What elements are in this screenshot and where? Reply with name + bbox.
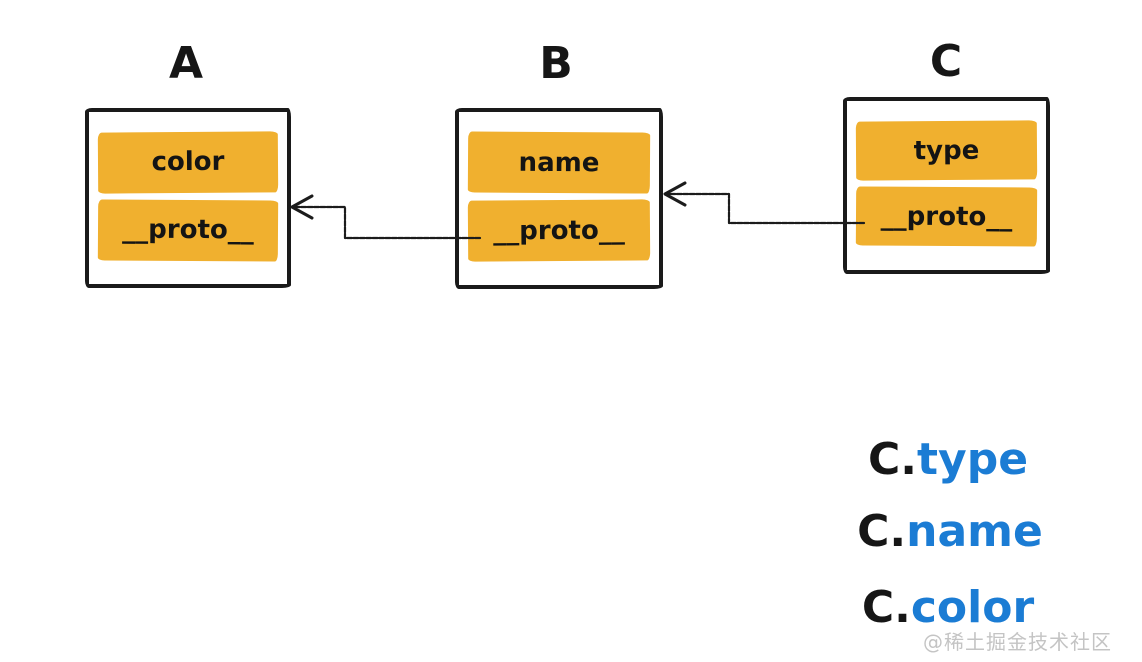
arrow-c-to-b bbox=[663, 181, 866, 225]
object-box-a: color __proto__ bbox=[85, 108, 291, 288]
arrowhead-left-icon bbox=[290, 194, 314, 220]
watermark: @稀土掘金技术社区 bbox=[923, 630, 1112, 654]
expression-property: type bbox=[916, 434, 1029, 485]
expression-object: C. bbox=[867, 434, 917, 485]
expression-property: name bbox=[906, 506, 1043, 557]
field-b-name: name bbox=[467, 131, 651, 194]
expression-c-name: C.name bbox=[857, 510, 1043, 554]
field-a-proto: __proto__ bbox=[97, 198, 279, 261]
object-box-c: type __proto__ bbox=[843, 97, 1050, 274]
object-box-b: name __proto__ bbox=[455, 108, 663, 289]
field-a-color: color bbox=[97, 131, 279, 194]
expression-property: color bbox=[910, 582, 1035, 633]
expression-c-color: C.color bbox=[862, 586, 1034, 630]
expression-c-type: C.type bbox=[868, 438, 1028, 482]
object-title-b: B bbox=[539, 38, 573, 89]
field-b-proto: __proto__ bbox=[467, 199, 651, 262]
field-c-proto: __proto__ bbox=[855, 186, 1038, 247]
arrowhead-left-icon bbox=[663, 181, 687, 207]
object-title-c: C bbox=[929, 36, 963, 87]
expression-object: C. bbox=[857, 506, 907, 557]
object-title-a: A bbox=[168, 38, 204, 89]
arrow-b-to-a bbox=[290, 194, 482, 240]
expression-object: C. bbox=[861, 582, 911, 633]
field-c-type: type bbox=[855, 120, 1038, 181]
